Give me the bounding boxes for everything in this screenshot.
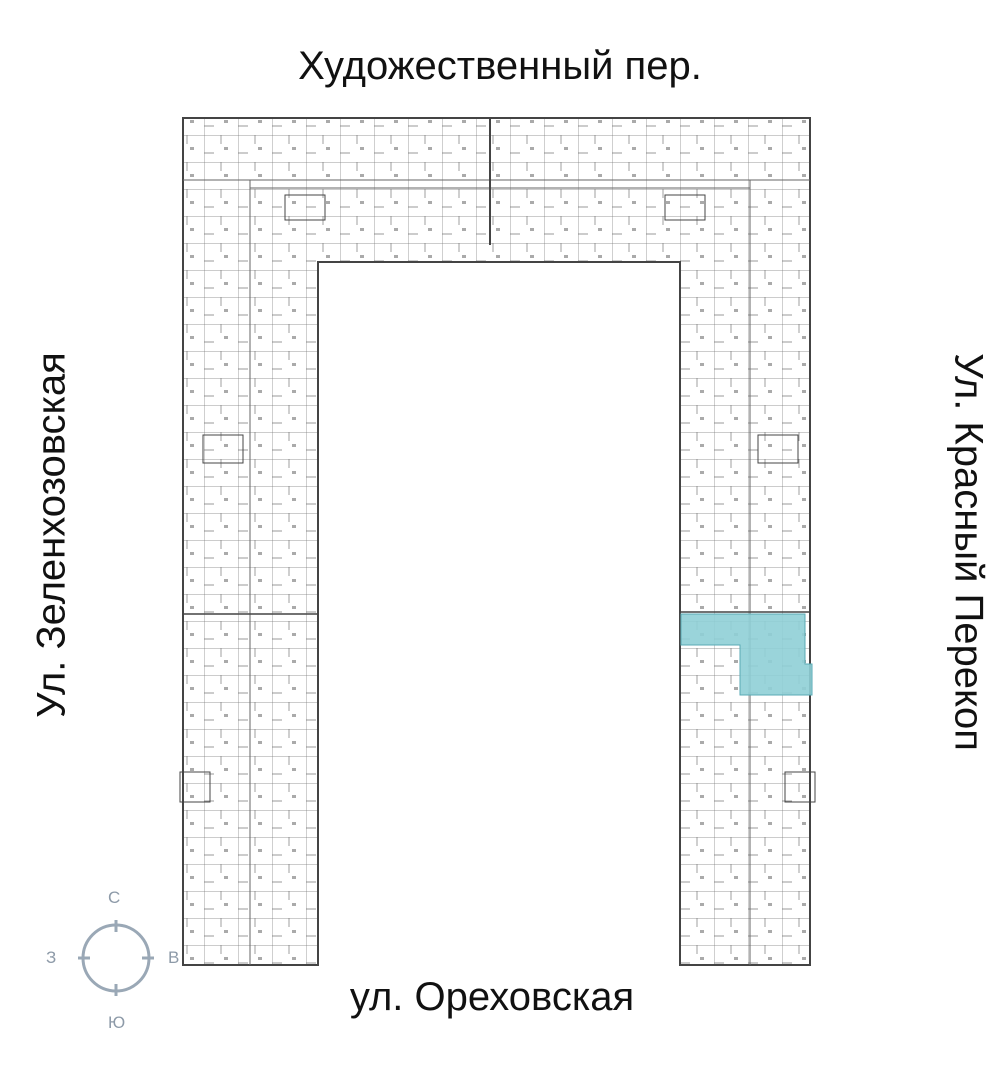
building-outline [179, 117, 816, 966]
compass-east-label: В [168, 948, 180, 967]
street-label-north: Художественный пер. [298, 44, 702, 88]
compass-west-label: З [46, 948, 57, 967]
compass-north-label: С [108, 888, 121, 907]
compass-south-label: Ю [108, 1013, 126, 1032]
highlighted-apartment[interactable] [680, 613, 813, 696]
compass-icon [78, 920, 154, 996]
street-label-south: ул. Ореховская [349, 975, 635, 1019]
